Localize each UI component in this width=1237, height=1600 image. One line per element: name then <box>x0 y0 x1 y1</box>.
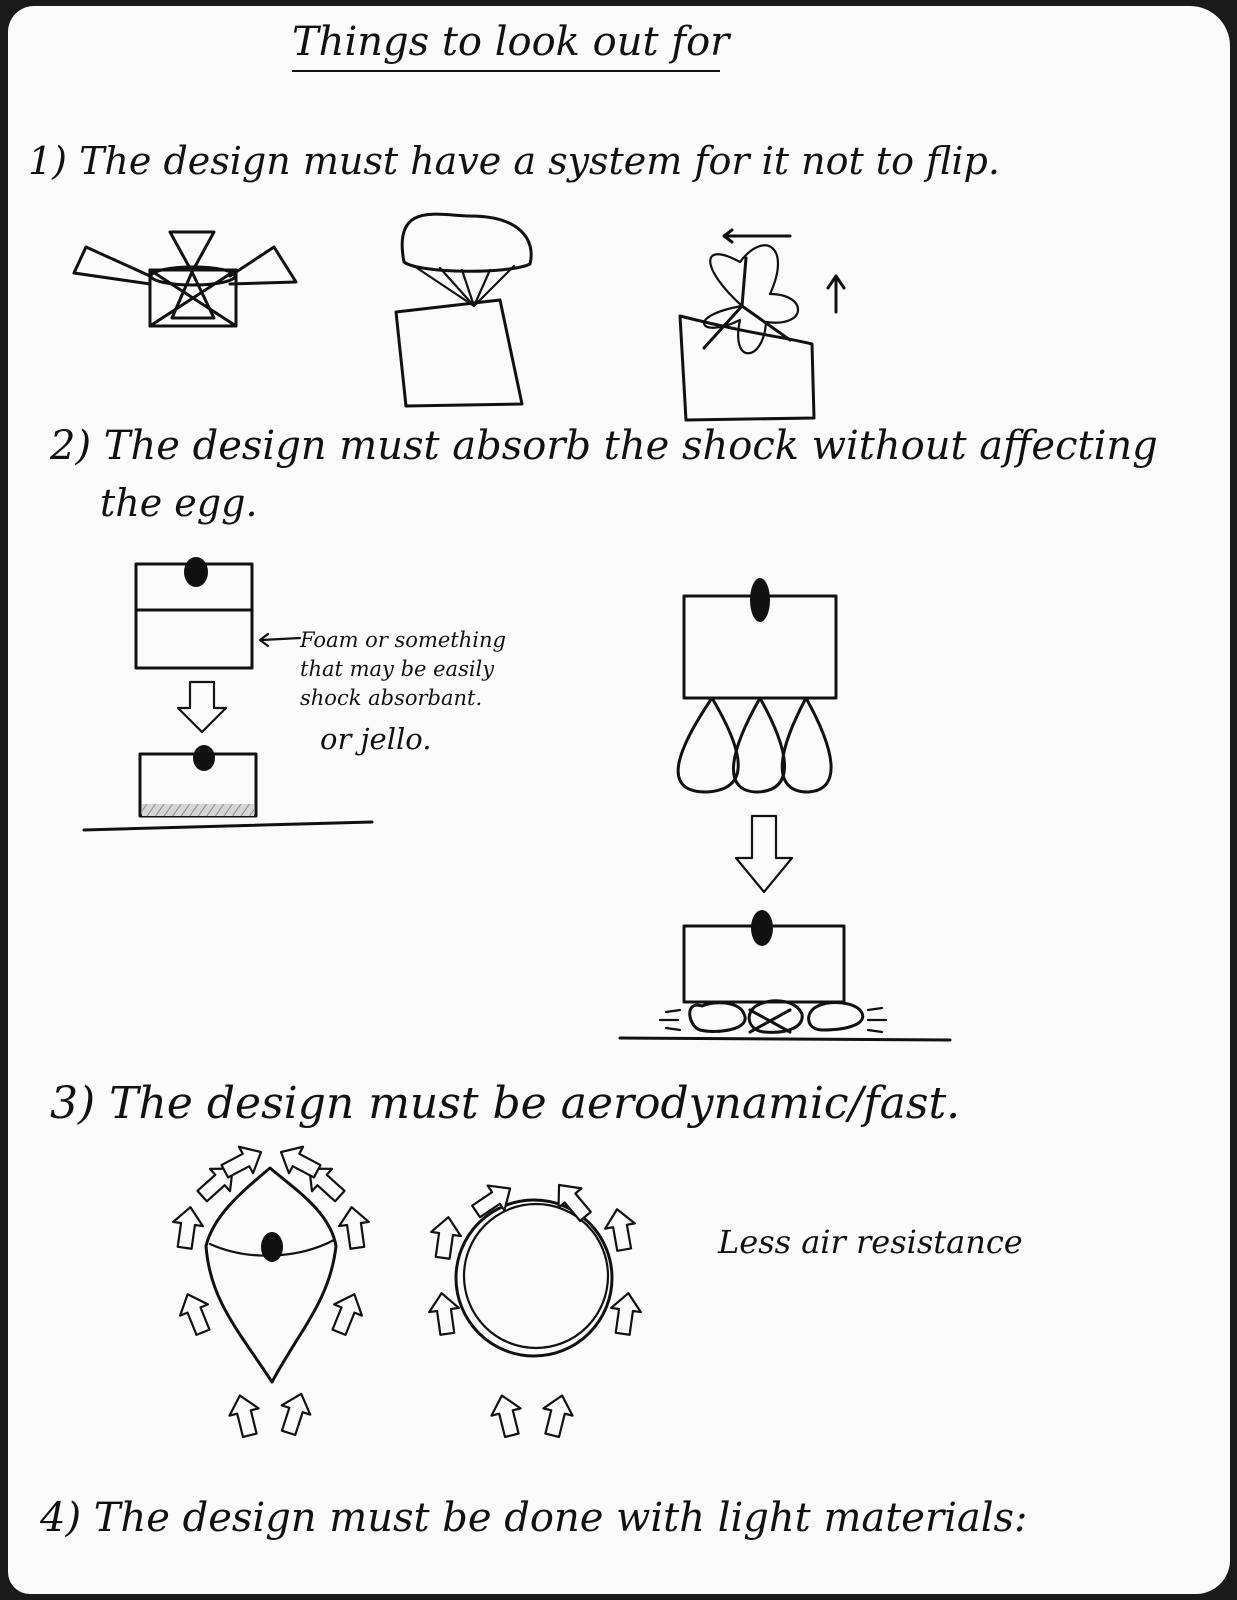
foam-annotation-line: shock absorbant. <box>300 685 483 710</box>
page-title: Things to look out for <box>292 19 730 65</box>
foam-box-drop-sketch <box>82 557 374 832</box>
sphere-aerodynamic-sketch <box>425 1174 645 1441</box>
foam-annotation-line: that may be easily <box>300 656 495 681</box>
parachute-box-sketch <box>394 212 533 408</box>
foam-annotation-line: Foam or something <box>300 628 506 652</box>
winged-box-sketch <box>72 230 298 328</box>
title-underline <box>292 70 720 72</box>
propeller-box-sketch <box>678 228 846 422</box>
requirement-2-line-2: the egg. <box>100 481 258 525</box>
requirement-3: 3) The design must be aerodynamic/fast. <box>50 1078 961 1129</box>
requirement-2-line-1: 2) The design must absorb the shock with… <box>50 423 1158 469</box>
balloon-box-drop-sketch <box>618 578 952 1042</box>
foam-annotation: Foam or something that may be easily sho… <box>300 626 506 713</box>
requirement-4: 4) The design must be done with light ma… <box>40 1495 1028 1541</box>
teardrop-aerodynamic-sketch <box>168 1137 374 1441</box>
requirement-1: 1) The design must have a system for it … <box>28 139 1000 183</box>
jello-annotation: or jello. <box>320 722 432 756</box>
air-resistance-note: Less air resistance <box>718 1223 1023 1261</box>
